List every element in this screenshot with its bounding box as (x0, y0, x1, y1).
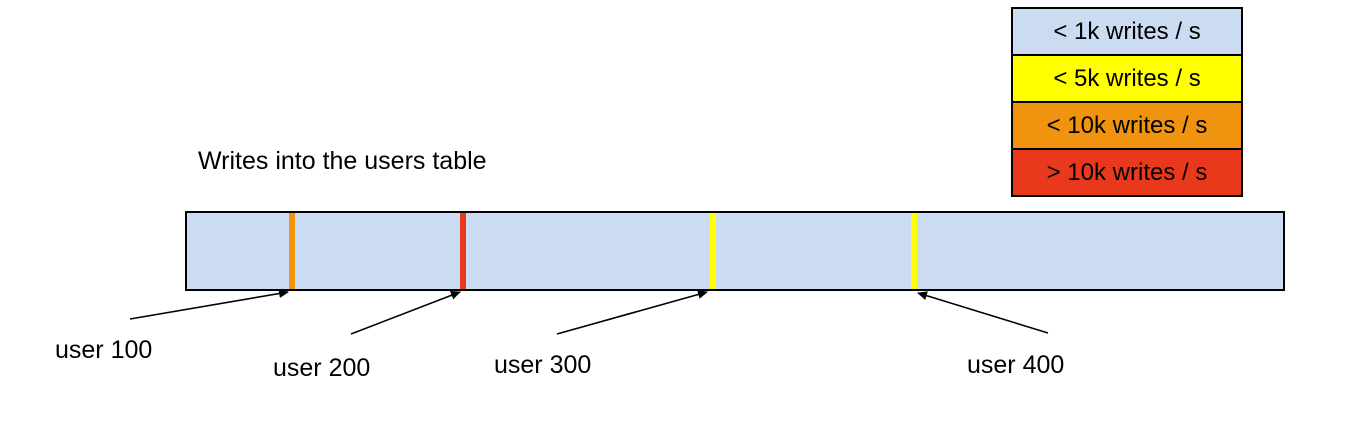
legend-item-lt-1k: < 1k writes / s (1013, 9, 1241, 56)
arrow-user-100 (129, 289, 289, 320)
diagram-title: Writes into the users table (198, 147, 487, 175)
legend-item-lt-10k: < 10k writes / s (1013, 103, 1241, 150)
arrow-user-400 (917, 291, 1049, 334)
user-100-label: user 100 (55, 336, 153, 364)
users-table-bar (185, 211, 1285, 291)
arrow-user-300 (556, 290, 708, 335)
write-rate-legend: < 1k writes / s < 5k writes / s < 10k wr… (1011, 7, 1243, 197)
hotspot-marker-user-100 (289, 213, 295, 289)
hotspot-marker-user-300 (710, 213, 716, 289)
hotspot-marker-user-400 (911, 213, 917, 289)
user-400-label: user 400 (967, 351, 1065, 379)
arrow-user-200 (350, 291, 461, 335)
legend-item-gt-10k: > 10k writes / s (1013, 150, 1241, 195)
user-300-label: user 300 (494, 351, 592, 379)
legend-item-lt-5k: < 5k writes / s (1013, 56, 1241, 103)
user-200-label: user 200 (273, 354, 371, 382)
hotspot-marker-user-200 (460, 213, 466, 289)
